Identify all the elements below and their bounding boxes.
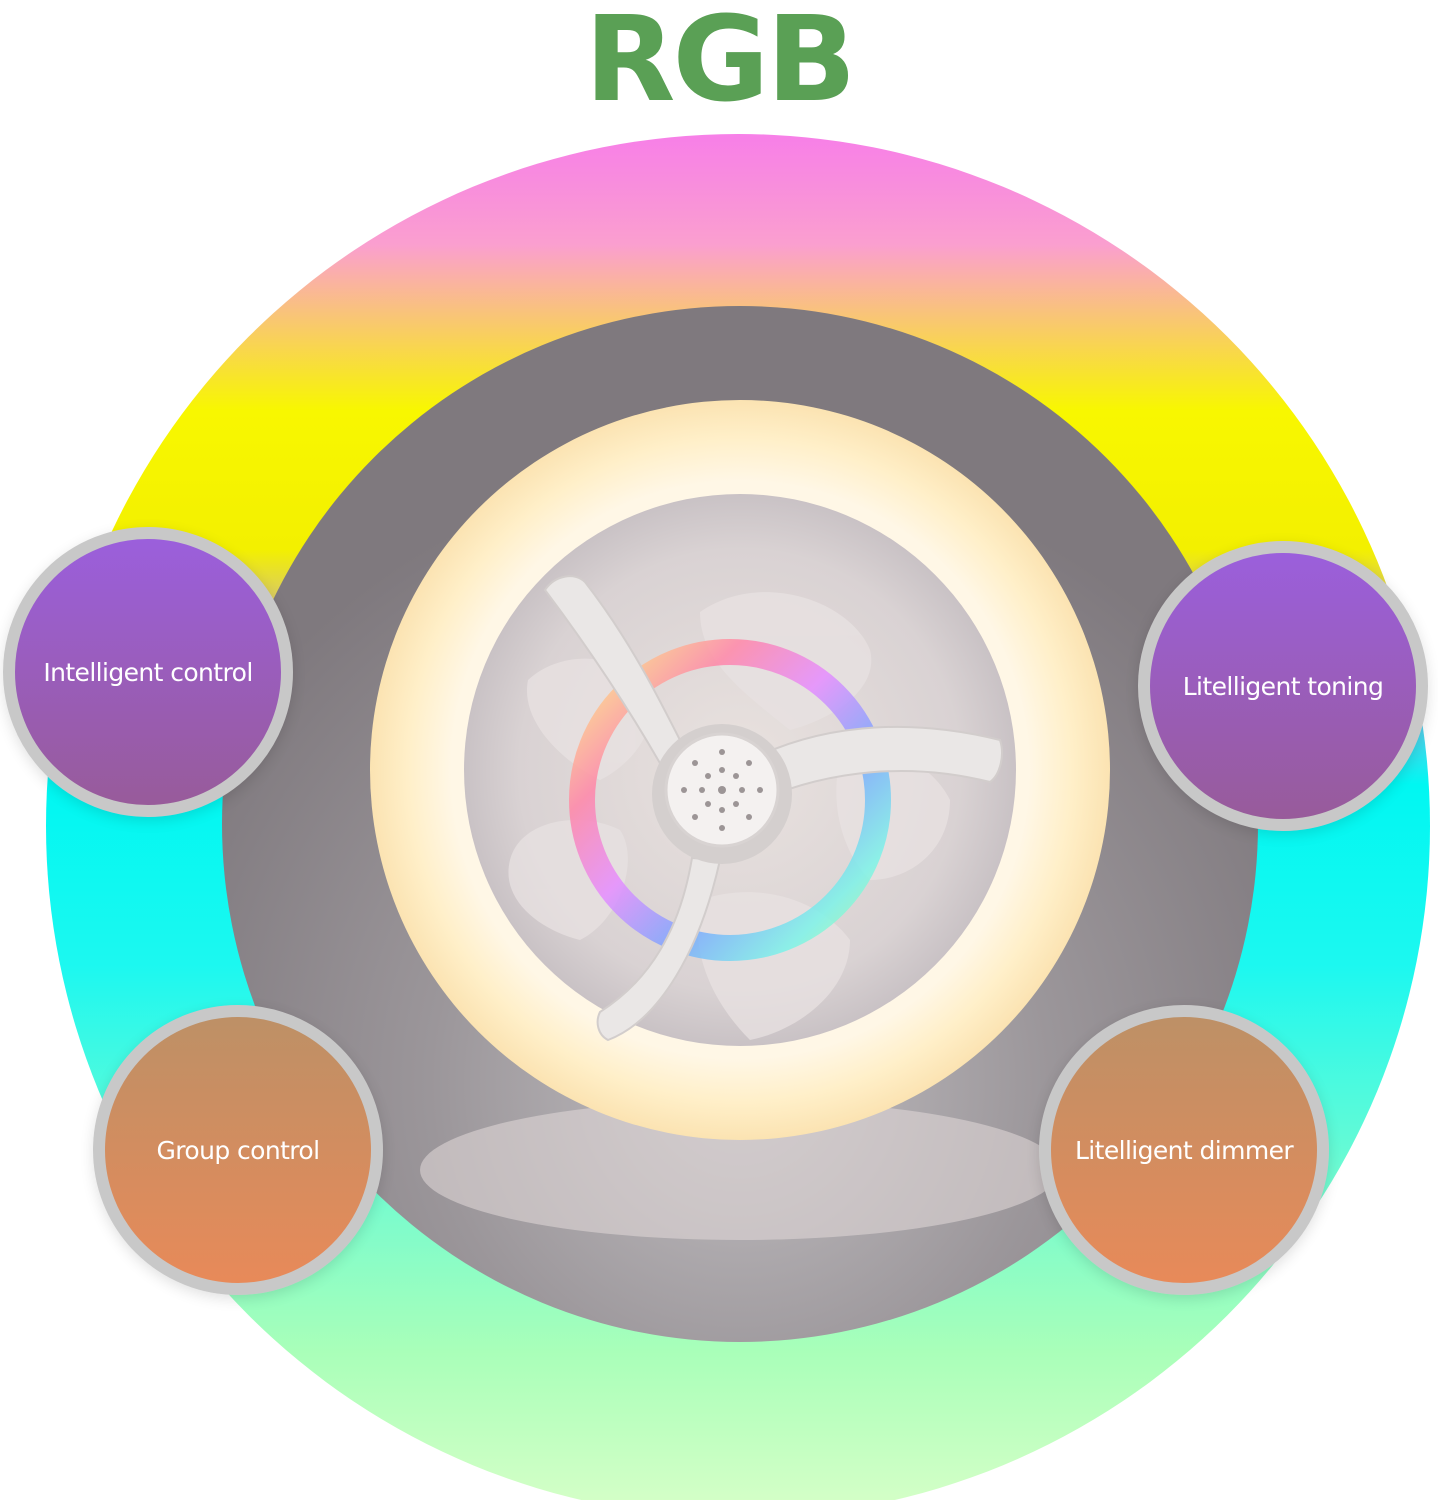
feature-label: Group control [156, 1135, 321, 1165]
floor-glow [420, 1100, 1060, 1240]
fan-blades [543, 575, 1003, 1042]
feature-litelligent-toning[interactable]: Litelligent toning [1138, 541, 1428, 831]
feature-group-control[interactable]: Group control [93, 1005, 383, 1295]
rgb-led-ring [569, 639, 891, 961]
feature-label: Litelligent toning [1182, 671, 1384, 701]
feature-label: Litelligent dimmer [1074, 1135, 1294, 1165]
feature-intelligent-control[interactable]: Intelligent control [3, 527, 293, 817]
page-title: RGB [584, 0, 857, 128]
feature-litelligent-dimmer[interactable]: Litelligent dimmer [1039, 1005, 1329, 1295]
speaker-grille-icon [681, 749, 763, 831]
feature-label: Intelligent control [43, 657, 253, 687]
